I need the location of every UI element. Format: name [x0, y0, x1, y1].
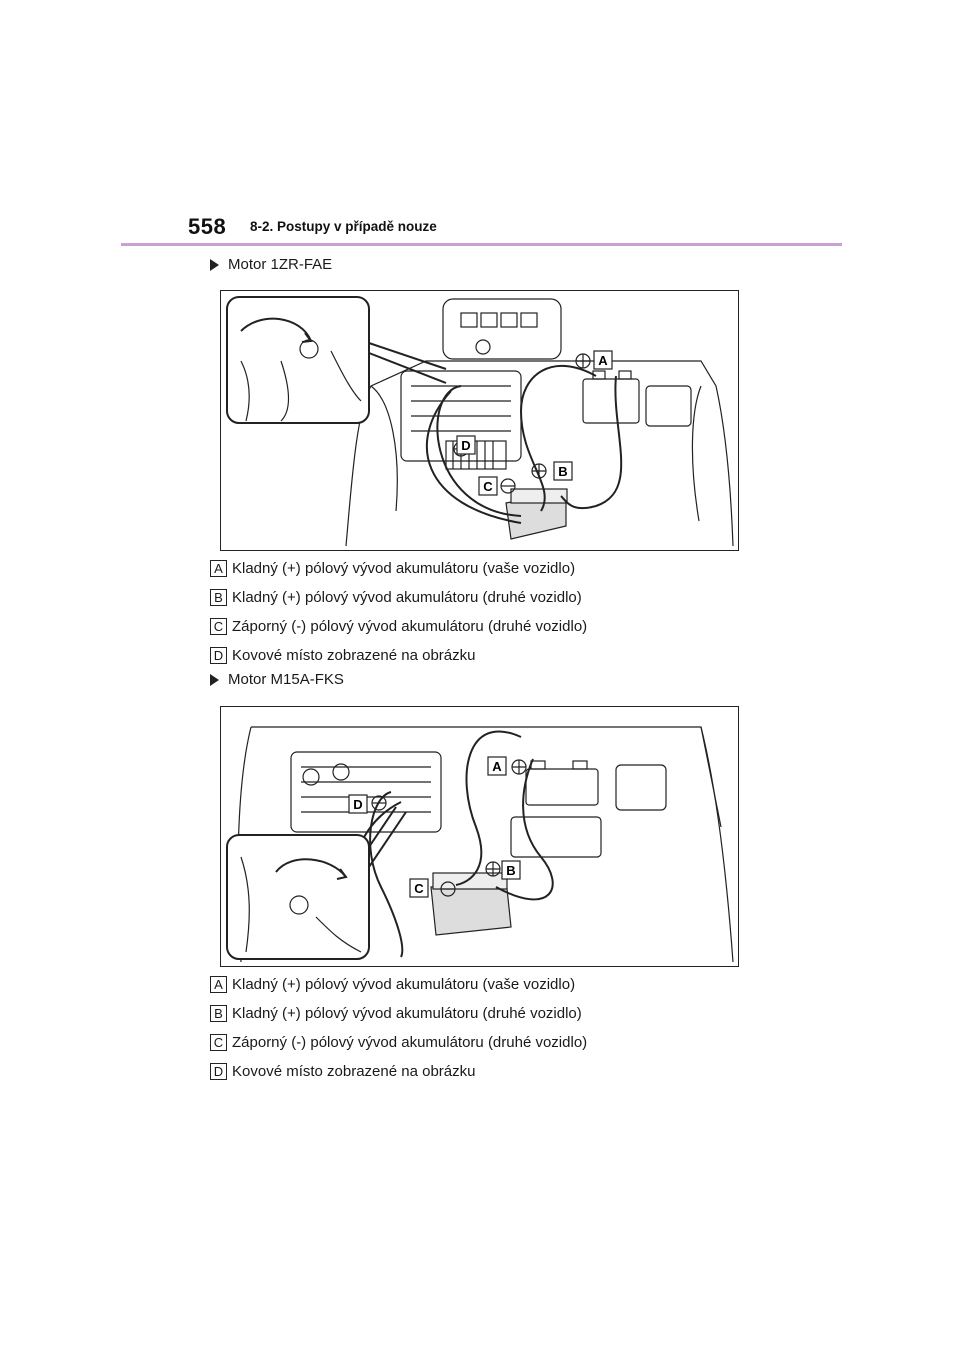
legend-item: D Kovové místo zobrazené na obrázku [210, 1057, 587, 1086]
legend-letter-c: C [210, 1034, 227, 1051]
figure-label-b: B [506, 863, 515, 878]
legend-text: Kladný (+) pólový vývod akumulátoru (vaš… [232, 560, 576, 577]
legend-text: Záporný (-) pólový vývod akumulátoru (dr… [232, 1034, 588, 1051]
legend-text: Kladný (+) pólový vývod akumulátoru (dru… [232, 589, 582, 606]
legend-1zr: A Kladný (+) pólový vývod akumulátoru (v… [210, 554, 587, 670]
legend-item: C Záporný (-) pólový vývod akumulátoru (… [210, 1028, 587, 1057]
legend-letter-b: B [210, 589, 227, 606]
legend-item: D Kovové místo zobrazené na obrázku [210, 641, 587, 670]
figure-labels: A B C D [348, 756, 521, 898]
figure-label-d: D [461, 438, 470, 453]
legend-letter-d: D [210, 1063, 227, 1080]
figure-labels: A B C D [456, 350, 613, 496]
engine-bay-illustration-m15a: A B C D [220, 706, 739, 967]
figure-label-a: A [492, 759, 502, 774]
legend-text: Kladný (+) pólový vývod akumulátoru (dru… [232, 1005, 582, 1022]
legend-item: B Kladný (+) pólový vývod akumulátoru (d… [210, 999, 587, 1028]
legend-letter-c: C [210, 618, 227, 635]
figure-label-c: C [414, 881, 424, 896]
legend-text: Kovové místo zobrazené na obrázku [232, 1063, 476, 1080]
engine-bay-drawing: A B C D [226, 726, 734, 963]
legend-item: A Kladný (+) pólový vývod akumulátoru (v… [210, 554, 587, 583]
section-title: 8-2. Postupy v případě nouze [250, 219, 437, 234]
triangle-bullet-icon [210, 258, 219, 271]
subheading-engine-m15a: Motor M15A-FKS [210, 671, 344, 688]
triangle-bullet-icon [210, 673, 219, 686]
page-number: 558 [188, 214, 227, 239]
engine-bay-drawing: A B C D [226, 296, 734, 547]
legend-text: Kladný (+) pólový vývod akumulátoru (vaš… [232, 976, 576, 993]
legend-item: B Kladný (+) pólový vývod akumulátoru (d… [210, 583, 587, 612]
subheading-text: Motor M15A-FKS [228, 671, 344, 688]
figure-label-d: D [353, 797, 362, 812]
legend-item: A Kladný (+) pólový vývod akumulátoru (v… [210, 970, 587, 999]
figure-label-a: A [598, 353, 608, 368]
legend-letter-a: A [210, 560, 227, 577]
subheading-engine-1zr: Motor 1ZR-FAE [210, 256, 332, 273]
figure-label-c: C [483, 479, 493, 494]
legend-text: Kovové místo zobrazené na obrázku [232, 647, 476, 664]
page-header: 558 8-2. Postupy v případě nouze [0, 0, 960, 250]
figure-label-b: B [558, 464, 567, 479]
subheading-text: Motor 1ZR-FAE [228, 256, 333, 273]
legend-letter-a: A [210, 976, 227, 993]
legend-text: Záporný (-) pólový vývod akumulátoru (dr… [232, 618, 588, 635]
header-divider [121, 243, 842, 246]
engine-bay-illustration-1zr: A B C D [220, 290, 739, 551]
legend-item: C Záporný (-) pólový vývod akumulátoru (… [210, 612, 587, 641]
legend-letter-b: B [210, 1005, 227, 1022]
legend-m15a: A Kladný (+) pólový vývod akumulátoru (v… [210, 970, 587, 1086]
legend-letter-d: D [210, 647, 227, 664]
